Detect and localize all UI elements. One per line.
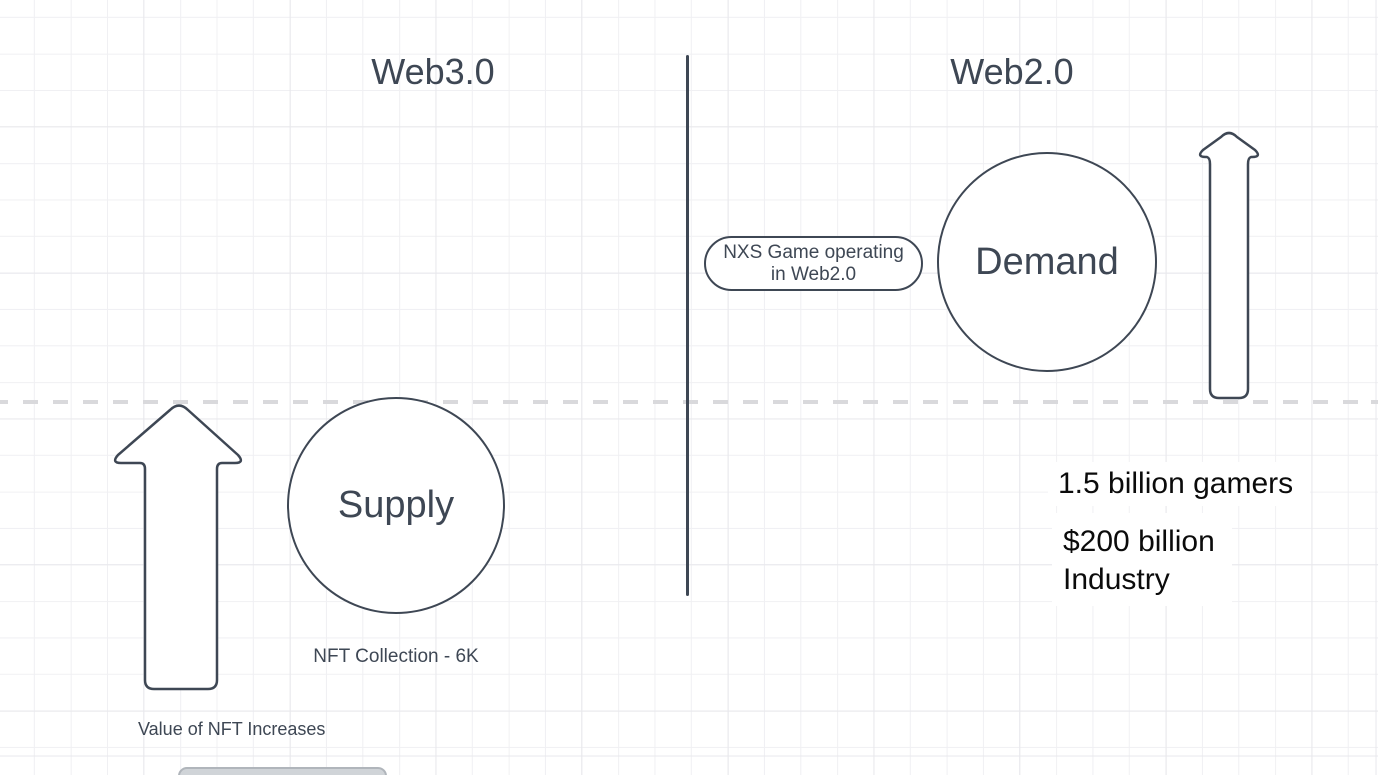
industry-text-line2: Industry <box>1063 563 1170 596</box>
vertical-divider-line[interactable] <box>686 55 689 596</box>
value-of-nft-text[interactable]: Value of NFT Increases <box>138 719 326 739</box>
supply-label: Supply <box>337 484 455 526</box>
nxs-stadium[interactable]: NXS Game operating in Web2.0 <box>704 236 923 291</box>
up-arrow-icon <box>113 404 243 691</box>
demand-label: Demand <box>975 240 1119 283</box>
partial-gray-shape[interactable] <box>178 767 387 775</box>
industry-text[interactable]: $200 billion Industry <box>1052 513 1232 606</box>
nxs-stadium-label-line2: in Web2.0 <box>770 263 857 285</box>
up-arrow-left[interactable] <box>108 399 248 692</box>
supply-circle[interactable]: Supply <box>287 397 505 614</box>
gamers-text[interactable]: 1.5 billion gamers <box>1048 462 1310 506</box>
up-arrow-icon <box>1198 131 1260 400</box>
nxs-stadium-label-line1: NXS Game operating <box>723 241 904 263</box>
up-arrow-right[interactable] <box>1195 127 1265 402</box>
title-web2[interactable]: Web2.0 <box>950 51 1074 92</box>
nft-collection-text[interactable]: NFT Collection - 6K <box>313 646 479 667</box>
industry-text-line1: $200 billion <box>1063 525 1215 558</box>
dashed-divider-line[interactable] <box>0 400 1378 404</box>
demand-circle[interactable]: Demand <box>937 152 1157 372</box>
title-web3[interactable]: Web3.0 <box>371 51 495 92</box>
